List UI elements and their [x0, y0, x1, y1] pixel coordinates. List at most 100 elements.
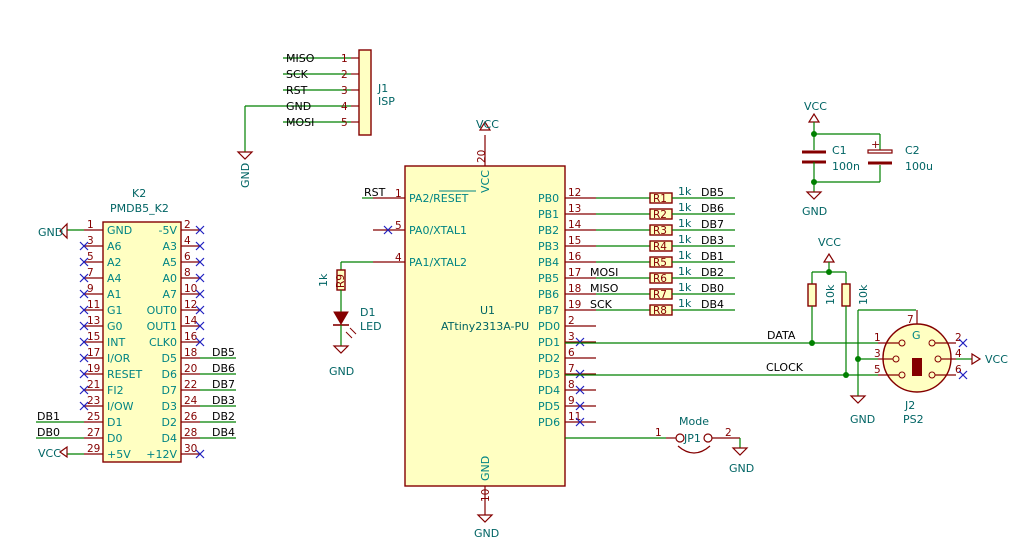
mcu-pin-name: PD2 [538, 352, 560, 365]
pmod-pin-name: G0 [107, 320, 123, 333]
mcu-pin-num: 15 [568, 235, 581, 247]
vcc-label: VCC [38, 447, 61, 460]
pmod-pin-name: A1 [107, 288, 122, 301]
decoupling-caps: VCC C1 100n + C2 100u GND [802, 100, 933, 218]
mcu-value: ATtiny2313A-PU [441, 320, 529, 333]
vcc-label: VCC [818, 236, 841, 249]
mcu-pin-name: PB3 [538, 240, 559, 253]
isp-net-label: MISO [286, 52, 315, 65]
mcu-pin-name: PA0/XTAL1 [409, 224, 467, 237]
vcc-label: VCC [476, 118, 499, 131]
net-clock-label: CLOCK [766, 361, 804, 374]
pullup-value: 10k [824, 284, 837, 305]
pmod-pin-num: 5 [87, 251, 94, 263]
gnd-symbol: GND [38, 222, 68, 240]
no-connect-marker [195, 289, 205, 299]
resistor-value: 1k [678, 281, 692, 294]
mcu-pin-name: PB0 [538, 192, 559, 205]
gnd-symbol [731, 447, 749, 456]
gnd-symbol: GND [236, 151, 254, 188]
pmod-net-label: DB1 [37, 410, 60, 423]
mcu-pin-name: PB7 [538, 304, 559, 317]
resistor-ref: R4 [653, 241, 667, 253]
mcu-pin-name: PD0 [538, 320, 560, 333]
ps2-pin-num: 6 [955, 364, 962, 376]
no-connect-marker [383, 225, 393, 235]
pmod-pin-name: D5 [162, 352, 177, 365]
no-connect-marker [79, 321, 89, 331]
pmod-pin-name: A2 [107, 256, 122, 269]
pmod-pin-name: +12V [146, 448, 177, 461]
no-connect-marker [575, 385, 585, 395]
capacitor-c2 [867, 149, 893, 154]
mcu-net-label: MISO [590, 282, 619, 295]
no-connect-marker [575, 401, 585, 411]
led-resistor-ref: R9 [335, 274, 347, 288]
isp-connector-body [358, 49, 372, 136]
mcu-pin-num: 5 [395, 220, 402, 232]
mcu-pin-name: PB1 [538, 208, 559, 221]
no-connect-marker [79, 353, 89, 363]
ps2-shield-pin: 7 [907, 314, 914, 326]
gnd-label: GND [729, 462, 754, 475]
pmod-pin-name: A3 [162, 240, 177, 253]
isp-value: ISP [378, 95, 395, 108]
mcu-pin-num: 3 [568, 331, 575, 343]
pmod-pin-num: 4 [184, 235, 191, 247]
pmod-pin-name: D4 [162, 432, 177, 445]
pmod-net-label: DB3 [212, 394, 235, 407]
pmod-pin-name: GND [107, 224, 132, 237]
no-connect-marker [958, 338, 968, 380]
mcu-pin-num: 20 [476, 150, 488, 163]
jumper-value: Mode [679, 415, 709, 428]
jumper-pad [703, 433, 713, 443]
resistor-ref: R6 [653, 273, 667, 285]
no-connect-marker [79, 273, 89, 283]
pmod-pin-num: 7 [87, 267, 94, 279]
pmod-pin-name: D6 [162, 368, 177, 381]
resistor-value: 1k [678, 233, 692, 246]
pmod-pin-num: 14 [184, 315, 198, 327]
pmod-pin-num: 29 [87, 443, 100, 455]
pmod-pin-num: 13 [87, 315, 100, 327]
pmod-pin-name: OUT0 [147, 304, 177, 317]
resistor-value: 1k [678, 201, 692, 214]
gnd-label: GND [474, 527, 499, 540]
pmod-pin-num: 19 [87, 363, 100, 375]
pmod-pin-name: A6 [107, 240, 122, 253]
mcu-pin-num: 13 [568, 203, 581, 215]
no-connect-marker [575, 369, 585, 379]
resistor-net-label: DB6 [701, 202, 724, 215]
pullup-resistor [807, 283, 817, 307]
ps2-pin-num: 2 [955, 332, 962, 344]
gnd-label: GND [802, 205, 827, 218]
ps2-ground-letter: G [912, 329, 921, 342]
pmod-pin-num: 25 [87, 411, 100, 423]
pmod-pin-name: G1 [107, 304, 123, 317]
no-connect-marker [195, 225, 205, 235]
isp-net-label: GND [286, 100, 311, 113]
mcu-pin-name: PD5 [538, 400, 560, 413]
pmod-pin-name: D1 [107, 416, 122, 429]
no-connect-marker [195, 305, 205, 315]
pmod-pin-num: 17 [87, 347, 100, 359]
mcu-pin-num: 6 [568, 347, 575, 359]
resistor-value: 1k [678, 297, 692, 310]
mcu-pin-num: 10 [480, 489, 492, 502]
resistor-ref: R7 [653, 289, 667, 301]
pullup-value: 10k [857, 284, 870, 305]
